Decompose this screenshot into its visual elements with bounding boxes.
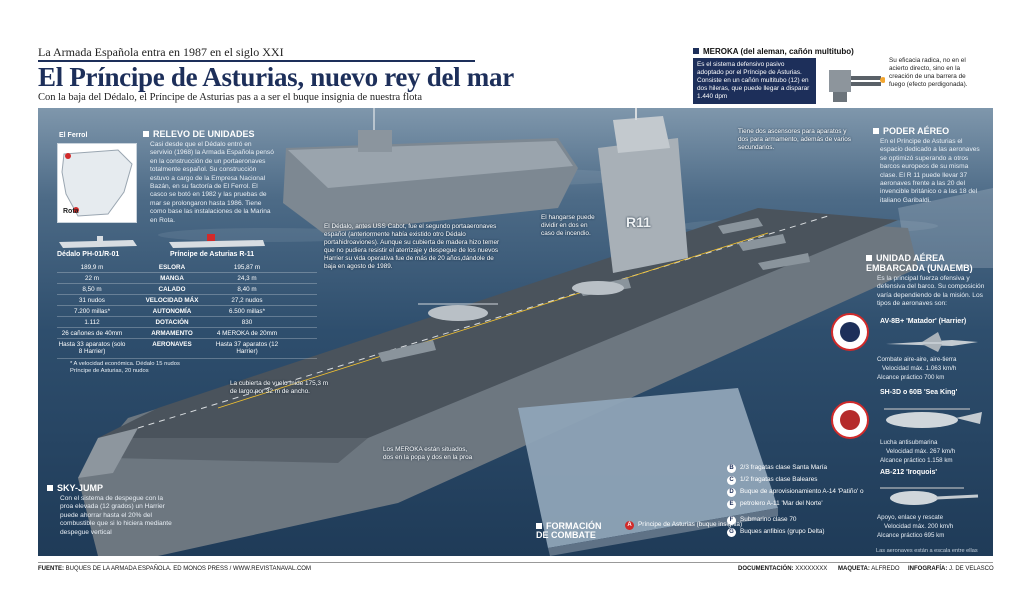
dedalo-label: Dédalo PH-01/R-01 [57, 251, 120, 258]
aircraft-scale-note: Las aeronaves están a escala entre ellas [876, 548, 978, 554]
dedalo-annotation: El Dédalo, antes USS Cabot, fue el segun… [324, 223, 500, 270]
map-label-ferrol: El Ferrol [59, 132, 88, 139]
meroka-box: MEROKA (del aleman, cañón multitubo) Es … [681, 44, 993, 108]
aircraft-role: Lucha antisubmarina [880, 439, 938, 446]
hull-code: R11 [626, 214, 651, 230]
iroquois-icon [880, 487, 979, 505]
aircraft-range: Alcance práctico 1.158 km [880, 457, 953, 464]
ship-silhouettes [59, 234, 265, 248]
formation-title: FORMACIÓN DE COMBATE [536, 522, 616, 540]
aircraft-speed: Velocidad máx. 1.063 km/h [882, 365, 957, 372]
hangar-annotation: El hangarse puede dividir en dos en caso… [541, 214, 595, 237]
meroka-title: MEROKA (del aleman, cañón multitubo) [693, 47, 854, 56]
elevators-annotation: Tiene dos ascensores para aparatos y dos… [738, 128, 851, 151]
sea-king-icon [884, 408, 982, 428]
unaemb-title: UNIDAD AÉREA EMBARCADA (UNAEMB) [866, 253, 986, 273]
footer-infographic: INFOGRAFÍA: J. DE VELASCO [908, 566, 994, 572]
meroka-cannon-icon [829, 70, 885, 102]
spain-map [57, 143, 137, 223]
footer-doc: DOCUMENTACIÓN: XXXXXXXX [738, 566, 828, 572]
aircraft-name: AV-8B+ 'Matador' (Harrier) [880, 318, 967, 325]
principe-label: Príncipe de Asturias R-11 [170, 251, 255, 258]
aircraft-name: AB-212 'Iroquois' [880, 469, 938, 476]
squadron-badge-icon [831, 401, 869, 439]
skyjump-body: Con el sistema de despegue con la proa e… [60, 495, 172, 536]
aircraft-speed: Velocidad máx. 200 km/h [884, 523, 954, 530]
table-row: Hasta 33 aparatos (solo 8 Harrier)AERONA… [57, 339, 317, 359]
poder-title: PODER AÉREO [873, 126, 949, 136]
meroka-side-note: Su eficacia radica, no en el acierto dir… [889, 57, 968, 88]
formation-board [518, 388, 778, 556]
page-subtitle: Con la baja del Dédalo, el Príncipe de A… [38, 92, 423, 103]
relevo-title: RELEVO DE UNIDADES [143, 129, 255, 139]
aircraft-name: SH-3D o 60B 'Sea King' [880, 389, 958, 396]
page-title: El Príncipe de Asturias, nuevo rey del m… [38, 62, 514, 92]
aircraft-speed: Velocidad máx. 267 km/h [886, 448, 956, 455]
squadron-badge-icon [831, 313, 869, 351]
aircraft-range: Alcance práctico 700 km [877, 374, 945, 381]
ships-illustration [78, 108, 993, 556]
title-rule [38, 60, 475, 62]
harrier-icon [886, 332, 978, 352]
aircraft-role: Apoyo, enlace y rescate [877, 514, 944, 521]
footer-source: FUENTE: BUQUES DE LA ARMADA ESPAÑOLA. ED… [38, 566, 311, 572]
map-label-rota: Rota [63, 208, 79, 215]
aircraft-range: Alcance práctico 695 km [877, 532, 945, 539]
kicker: La Armada Española entra en 1987 en el s… [38, 45, 284, 59]
footer: FUENTE: BUQUES DE LA ARMADA ESPAÑOLA. ED… [38, 562, 994, 574]
footer-layout: MAQUETA: ALFREDO [838, 566, 900, 572]
spain-map-icon [61, 149, 133, 217]
deck-annotation: La cubierta de vuelo mide 175,3 m de lar… [230, 380, 329, 395]
meroka-position-annotation: Los MEROKA están situados, dos en la pop… [383, 446, 473, 461]
unaemb-body: Es la principal fuerza ofensiva y defens… [877, 275, 985, 308]
principe-asturias-ship-icon [78, 108, 993, 556]
meroka-body: Es el sistema defensivo pasivo adoptado … [693, 58, 816, 104]
dedalo-ship-icon [283, 108, 578, 233]
table-note: * A velocidad económica. Dédalo 15 nudos… [70, 361, 180, 374]
poder-body: En el Príncipe de Asturias el espacio de… [880, 138, 980, 204]
relevo-body: Casi desde que el Dédalo entró en serviv… [150, 141, 274, 224]
skyjump-title: SKY-JUMP [47, 483, 103, 493]
sea-scene: R11 El Dédalo, antes USS Cabot, fue el s… [38, 108, 993, 556]
aircraft-role: Combate aire-aire, aire-tierra [877, 356, 957, 363]
